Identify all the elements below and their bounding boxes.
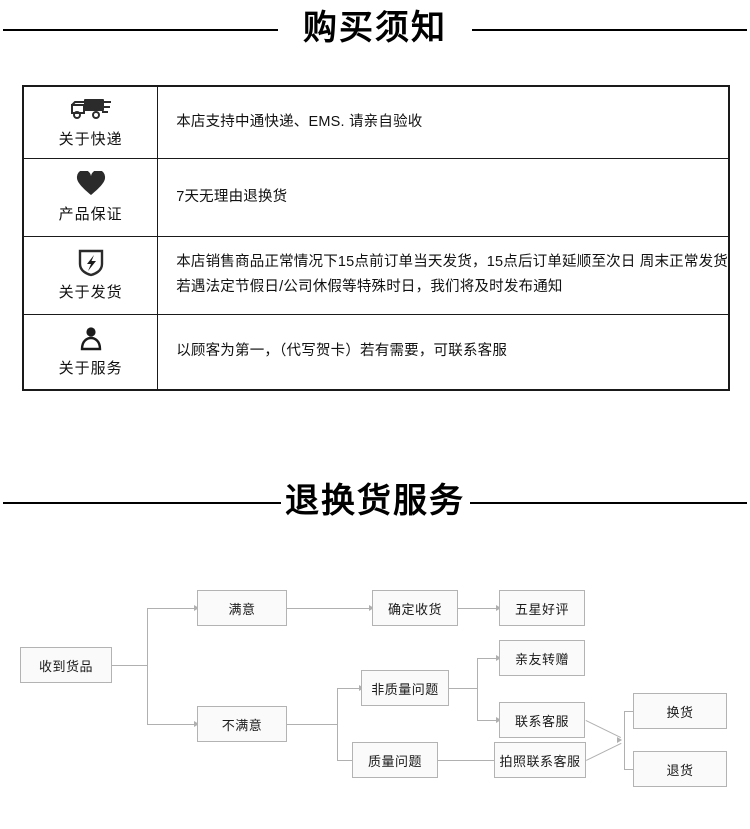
flow-connector: [147, 608, 195, 609]
flow-connector: [477, 720, 497, 721]
flow-connector: [438, 760, 497, 761]
row-icon-cell: 关于快递: [22, 85, 159, 159]
row-text-line: 本店销售商品正常情况下15点前订单当天发货，15点后订单延顺至次日 周末正常发货: [176, 254, 728, 270]
shield-bolt-icon: [28, 249, 153, 279]
flow-connector: [624, 711, 625, 769]
flow-connector: [337, 688, 360, 689]
flow-connector: [147, 608, 148, 724]
row-content-cell: 本店支持中通快递、EMS. 请亲自验收: [157, 85, 730, 159]
flow-connector: [585, 720, 622, 738]
row-icon-cell: 关于发货: [22, 235, 159, 315]
heading-rule-left: [3, 29, 278, 31]
flow-node-contact-service[interactable]: 联系客服: [499, 702, 585, 738]
flow-node-photo-contact-service[interactable]: 拍照联系客服: [494, 742, 586, 778]
row-label: 关于服务: [58, 360, 123, 378]
flow-connector: [287, 608, 370, 609]
flow-node-satisfied[interactable]: 满意: [197, 590, 287, 626]
row-label: 关于快递: [58, 130, 123, 148]
flow-arrow: [194, 604, 199, 611]
table-row: 关于快递 本店支持中通快递、EMS. 请亲自验收: [22, 85, 730, 159]
flow-connector: [287, 724, 337, 725]
flow-arrow: [496, 604, 501, 611]
flow-connector: [477, 658, 497, 659]
row-text-line: 7天无理由退换货: [176, 188, 288, 205]
flow-node-five-star-review[interactable]: 五星好评: [499, 590, 585, 626]
flow-arrow: [617, 736, 622, 743]
flow-connector: [147, 724, 195, 725]
returns-title: 退换货服务: [285, 481, 465, 521]
returns-section-heading: 退换货服务: [0, 475, 750, 531]
flow-arrow: [496, 716, 501, 723]
row-content-cell: 本店销售商品正常情况下15点前订单当天发货，15点后订单延顺至次日 周末正常发货…: [157, 235, 730, 315]
row-text-line: 以顾客为第一，（代写贺卡）若有需要，可联系客服: [176, 343, 508, 360]
heart-icon: [28, 169, 153, 201]
flow-connector: [337, 688, 338, 760]
heading-rule-right: [472, 29, 747, 31]
flow-node-received[interactable]: 收到货品: [20, 647, 112, 683]
flow-node-gift-to-friend[interactable]: 亲友转赠: [499, 640, 585, 676]
flow-arrow: [496, 654, 501, 661]
flow-connector: [624, 711, 633, 712]
flow-connector: [477, 658, 478, 720]
flow-arrow: [369, 604, 374, 611]
row-content-cell: 7天无理由退换货: [157, 157, 730, 237]
row-text-line: 若遇法定节假日/公司休假等特殊时日，我们将及时发布通知: [176, 279, 563, 295]
row-label: 关于发货: [58, 283, 123, 301]
heading-rule-right: [470, 502, 747, 504]
flow-node-refund[interactable]: 退货: [633, 751, 727, 787]
flow-arrow: [194, 720, 199, 727]
flow-connector: [337, 760, 360, 761]
purchase-notice-table: 关于快递 本店支持中通快递、EMS. 请亲自验收 产品保证 7天无理由退换货: [22, 85, 730, 391]
returns-flowchart: 收到货品 满意 不满意 确定收货 五星好评 非质量问题 质量问题 亲友转赠 联系…: [0, 575, 750, 805]
flow-node-exchange[interactable]: 换货: [633, 693, 727, 729]
row-icon-cell: 产品保证: [22, 157, 159, 237]
heading-rule-left: [3, 502, 281, 504]
flow-connector: [586, 742, 622, 761]
notice-section-heading: 购买须知: [0, 2, 750, 58]
table-row: 产品保证 7天无理由退换货: [22, 157, 730, 237]
row-label: 产品保证: [58, 205, 123, 223]
truck-icon: [28, 96, 153, 126]
flow-node-non-quality-issue[interactable]: 非质量问题: [361, 670, 449, 706]
person-icon: [28, 325, 153, 355]
flow-node-unsatisfied[interactable]: 不满意: [197, 706, 287, 742]
flow-connector: [458, 608, 497, 609]
row-icon-cell: 关于服务: [22, 313, 159, 391]
row-content-cell: 以顾客为第一，（代写贺卡）若有需要，可联系客服: [157, 313, 730, 391]
row-text-line: 本店支持中通快递、EMS. 请亲自验收: [176, 113, 423, 130]
flow-node-quality-issue[interactable]: 质量问题: [352, 742, 438, 778]
flow-node-confirm-receipt[interactable]: 确定收货: [372, 590, 458, 626]
table-row: 关于服务 以顾客为第一，（代写贺卡）若有需要，可联系客服: [22, 313, 730, 391]
flow-connector: [112, 665, 147, 666]
table-row: 关于发货 本店销售商品正常情况下15点前订单当天发货，15点后订单延顺至次日 周…: [22, 235, 730, 315]
page-title: 购买须知: [303, 8, 447, 48]
flow-connector: [449, 688, 477, 689]
flow-connector: [624, 769, 633, 770]
